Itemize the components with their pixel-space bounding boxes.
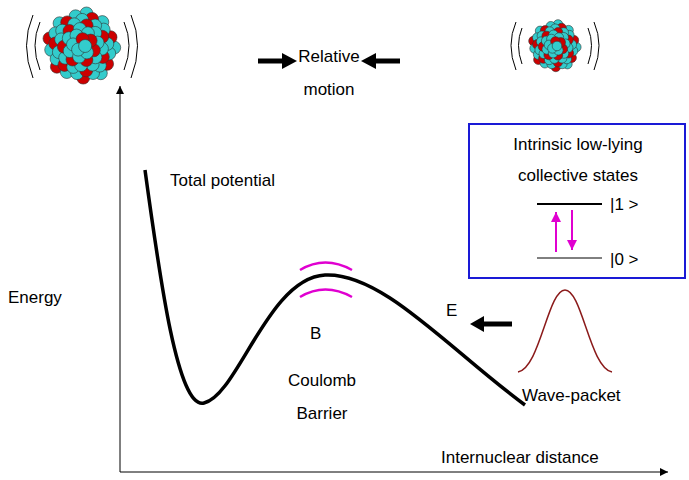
barrier-arc (300, 263, 352, 271)
motion-label: Relative motion (284, 40, 374, 106)
distance-axis (120, 472, 668, 473)
excitation-arrow (555, 212, 557, 252)
barrier-arc (300, 290, 352, 298)
barrier-label: B (310, 317, 330, 350)
nucleon (79, 40, 92, 53)
energy-axis (120, 86, 121, 472)
state-label: |1 > (610, 189, 670, 220)
region-label: Coulomb Barrier (272, 364, 372, 430)
motion-arrowhead (361, 53, 376, 69)
axis-label: Energy (8, 281, 78, 314)
box-title: Intrinsic low-lying collective states (480, 129, 676, 191)
deexcitation-arrow (571, 210, 573, 250)
energy-label: E (446, 294, 466, 327)
motion-arrowhead (282, 53, 297, 69)
energy-arrowhead (470, 316, 484, 332)
motion-arrow (258, 59, 284, 64)
nucleon (552, 41, 562, 51)
motion-arrow (374, 59, 400, 64)
packet-label: Wave-packet (522, 379, 632, 412)
state-label: |0 > (610, 244, 670, 275)
vibration-arcs (27, 15, 600, 78)
energy-arrow (482, 322, 512, 327)
curve-label: Total potential (170, 164, 275, 197)
axis-label: Internuclear distance (441, 441, 641, 474)
ground-level (537, 258, 602, 259)
projectile-nucleus (43, 7, 121, 84)
states-box: Intrinsic low-lying collective states|1 … (468, 123, 686, 279)
target-nucleus (529, 20, 581, 72)
excited-level (537, 203, 602, 205)
wave-packet-curve (518, 290, 612, 372)
